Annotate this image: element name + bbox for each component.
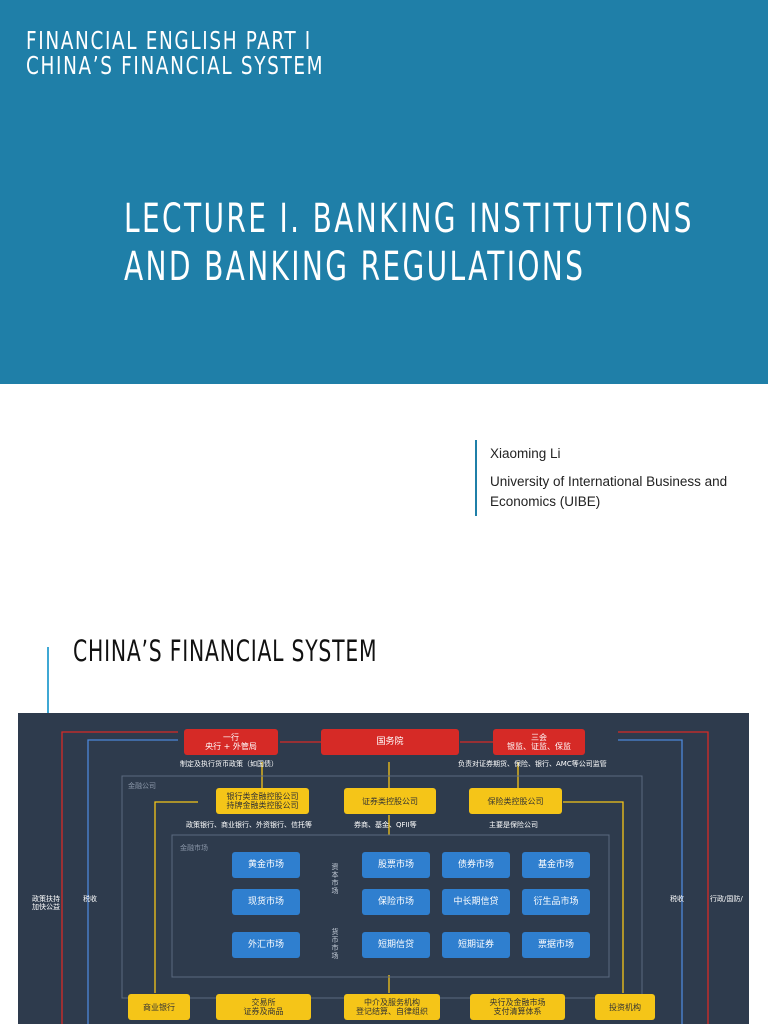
state-council-box: 国务院 bbox=[321, 729, 459, 755]
intermediary-box: 中介及服务机构 登记结算、自律组织 bbox=[344, 994, 440, 1020]
kicker-line-2: China’s Financial System bbox=[26, 51, 325, 80]
section-title: China’s Financial System bbox=[73, 634, 378, 668]
admin-defense-label: 行政/国防/ bbox=[710, 895, 743, 903]
tax-label-left: 税收 bbox=[83, 895, 97, 903]
securities-holding-box: 证券类控股公司 bbox=[344, 788, 436, 814]
author-institution: University of International Business and… bbox=[490, 474, 728, 509]
monetary-policy-note: 制定及执行货币政策（如国债） bbox=[180, 760, 278, 768]
securities-holding-note: 券商、基金、QFII等 bbox=[354, 821, 417, 829]
market-box-forex: 外汇市场 bbox=[232, 932, 300, 958]
left-outer-loop-red bbox=[61, 731, 178, 1024]
author-accent-bar bbox=[475, 440, 477, 516]
capital-market-label: 资 本 市 场 bbox=[331, 863, 339, 895]
central-bank-box: 一行 央行 + 外管局 bbox=[184, 729, 278, 755]
market-box-derivatives: 衍生品市场 bbox=[522, 889, 590, 915]
financial-system-diagram: 一行 央行 + 外管局 国务院 三会 银监、证监、保监 制定及执行货币政策（如国… bbox=[18, 713, 749, 1024]
diagram-connectors bbox=[61, 731, 709, 1024]
author-name: Xiaoming Li bbox=[490, 446, 561, 461]
right-outer-loop-red bbox=[618, 731, 709, 1024]
investment-institution-box: 投资机构 bbox=[595, 994, 655, 1020]
market-box-bills: 票据市场 bbox=[522, 932, 590, 958]
market-box-insurance: 保险市场 bbox=[362, 889, 430, 915]
insurance-holding-box: 保险类控股公司 bbox=[469, 788, 562, 814]
financial-market-frame bbox=[171, 834, 610, 978]
tax-label-right: 税收 bbox=[670, 895, 684, 903]
bank-holding-box: 银行类金融控股公司 持牌金融类控股公司 bbox=[216, 788, 309, 814]
lecture-title-line-1: Lecture I. Banking Institutions bbox=[124, 196, 694, 242]
commercial-bank-box: 商业银行 bbox=[128, 994, 190, 1020]
market-box-short-credit: 短期信贷 bbox=[362, 932, 430, 958]
market-box-bond: 债券市场 bbox=[442, 852, 510, 878]
market-box-spot: 现货市场 bbox=[232, 889, 300, 915]
market-box-long-term-credit: 中长期信贷 bbox=[442, 889, 510, 915]
right-holding-link bbox=[563, 801, 624, 993]
course-kicker: Financial English Part I China’s Financi… bbox=[26, 28, 324, 78]
author-block: Xiaoming Li University of International … bbox=[490, 444, 730, 512]
insurance-holding-note: 主要是保险公司 bbox=[489, 821, 538, 829]
left-holding-link bbox=[154, 801, 198, 993]
market-box-fund: 基金市场 bbox=[522, 852, 590, 878]
market-box-short-securities: 短期证券 bbox=[442, 932, 510, 958]
market-box-stock: 股票市场 bbox=[362, 852, 430, 878]
title-slide-banner: Financial English Part I China’s Financi… bbox=[0, 0, 768, 384]
financial-market-label: 金融市场 bbox=[180, 844, 208, 852]
financial-company-label: 金融公司 bbox=[128, 782, 156, 790]
bank-holding-note: 政策银行、商业银行、外资银行、信托等 bbox=[186, 821, 312, 829]
market-box-gold: 黄金市场 bbox=[232, 852, 300, 878]
policy-support-label: 政策扶持 加快公益 bbox=[32, 895, 60, 911]
money-market-label: 货 币 市 场 bbox=[331, 928, 339, 960]
regulators-box: 三会 银监、证监、保监 bbox=[493, 729, 585, 755]
lecture-title-line-2: and Banking Regulations bbox=[124, 244, 586, 290]
kicker-line-1: Financial English Part I bbox=[26, 26, 312, 55]
supervision-note: 负责对证券期货、保险、银行、AMC等公司监管 bbox=[458, 760, 607, 768]
exchange-box: 交易所 证券及商品 bbox=[216, 994, 311, 1020]
right-inner-loop-blue bbox=[618, 739, 683, 1024]
section-accent-bar bbox=[47, 647, 49, 713]
clearing-system-box: 央行及金融市场 支付清算体系 bbox=[470, 994, 565, 1020]
lecture-title: Lecture I. Banking Institutions and Bank… bbox=[124, 195, 694, 291]
left-inner-loop-blue bbox=[87, 739, 178, 1024]
